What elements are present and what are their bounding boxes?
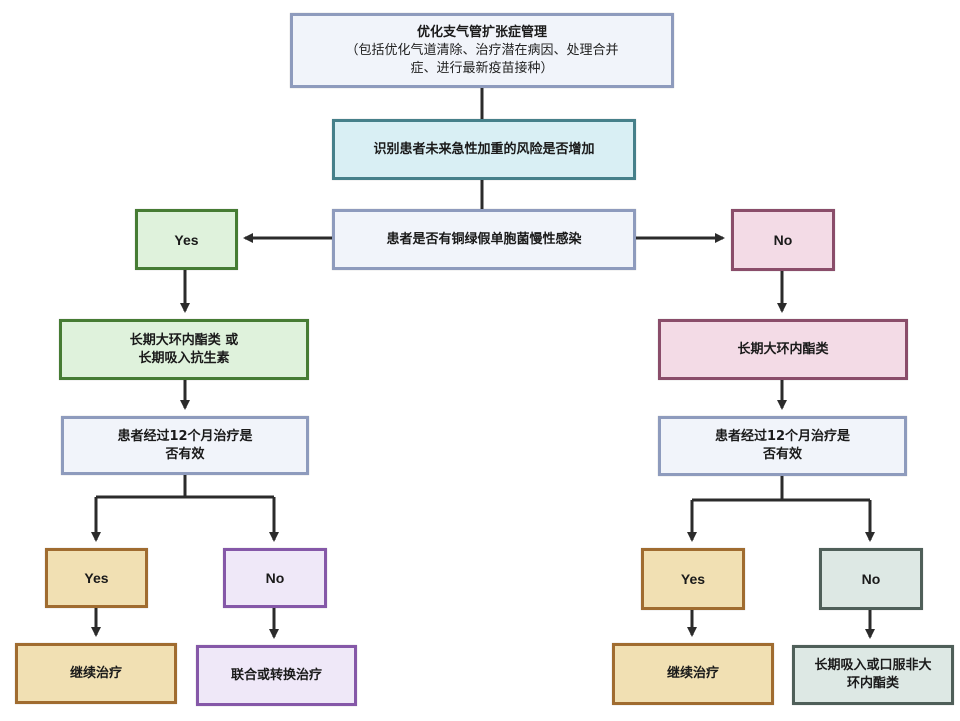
left-therapy-line2: 长期吸入抗生素 (138, 350, 230, 366)
left-effective-yes-node: Yes (45, 548, 148, 608)
connector-right-eval-split (692, 476, 784, 502)
right-continue-treatment-label: 继续治疗 (666, 666, 719, 681)
title-node-subtitle-line1: （包括优化气道清除、治疗潜在病因、处理合并 (345, 42, 619, 58)
title-node-heading: 优化支气管扩张症管理 (416, 24, 547, 40)
left-effective-yes-label: Yes (84, 570, 109, 586)
connector-left-eval-split (96, 475, 187, 499)
right-no-label: No (773, 232, 793, 248)
right-non-macrolide-line1: 长期吸入或口服非大 (814, 658, 932, 673)
left-combine-switch-label: 联合或转换治疗 (230, 667, 322, 683)
right-effective-yes-node: Yes (641, 548, 745, 610)
right-non-macrolide-line2: 环内酯类 (846, 676, 899, 691)
left-evaluation-node: 患者经过12个月治疗是 否有效 (61, 416, 309, 475)
left-evaluation-line2: 否有效 (165, 446, 205, 462)
left-therapy-line1: 长期大环内酯类 或 (129, 332, 239, 348)
left-yes-node: Yes (135, 209, 238, 270)
title-node: 优化支气管扩张症管理 （包括优化气道清除、治疗潜在病因、处理合并 症、进行最新疫… (290, 13, 674, 88)
risk-assessment-node: 识别患者未来急性加重的风险是否增加 (332, 119, 636, 180)
right-evaluation-line1: 患者经过12个月治疗是 (714, 429, 851, 444)
left-combine-switch-node: 联合或转换治疗 (196, 645, 357, 706)
title-node-subtitle-line2: 症、进行最新疫苗接种） (410, 60, 554, 76)
right-effective-no-node: No (819, 548, 923, 610)
right-non-macrolide-node: 长期吸入或口服非大 环内酯类 (792, 645, 954, 705)
right-continue-treatment-node: 继续治疗 (612, 643, 774, 705)
right-evaluation-node: 患者经过12个月治疗是 否有效 (658, 416, 907, 476)
pseudomonas-question-node: 患者是否有铜绿假单胞菌慢性感染 (332, 209, 636, 270)
risk-assessment-label: 识别患者未来急性加重的风险是否增加 (373, 141, 595, 157)
right-effective-no-label: No (861, 571, 881, 587)
right-effective-yes-label: Yes (680, 571, 706, 587)
right-no-node: No (731, 209, 835, 271)
right-evaluation-line2: 否有效 (762, 447, 802, 462)
left-evaluation-line1: 患者经过12个月治疗是 (117, 428, 253, 444)
pseudomonas-question-label: 患者是否有铜绿假单胞菌慢性感染 (386, 231, 582, 247)
left-effective-no-node: No (223, 548, 327, 608)
left-yes-label: Yes (174, 231, 199, 248)
right-therapy-node: 长期大环内酯类 (658, 319, 908, 380)
right-therapy-label: 长期大环内酯类 (737, 341, 829, 357)
left-continue-treatment-node: 继续治疗 (15, 643, 177, 704)
left-effective-no-label: No (265, 570, 285, 586)
left-continue-treatment-label: 继续治疗 (69, 665, 122, 681)
left-therapy-node: 长期大环内酯类 或 长期吸入抗生素 (59, 319, 309, 380)
